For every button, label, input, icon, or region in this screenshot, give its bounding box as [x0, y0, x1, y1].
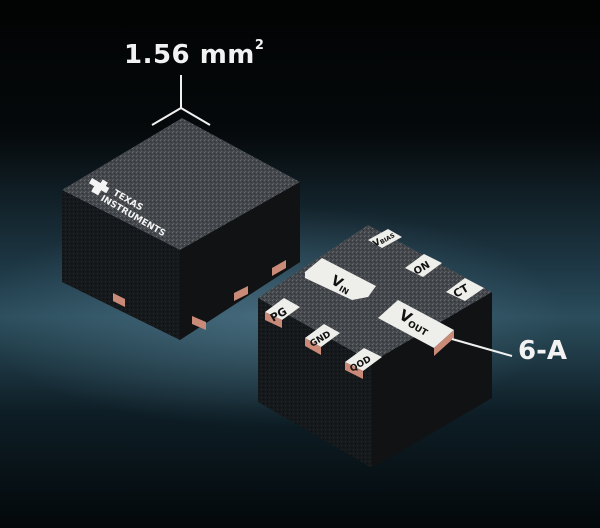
area-value: 1.56 mm: [124, 40, 255, 70]
texas-map-icon: [89, 178, 110, 196]
pin-on: ON: [405, 254, 442, 278]
callout-line: [451, 338, 513, 357]
area-superscript: 2: [254, 38, 265, 53]
pin-vin: VIN: [305, 258, 376, 300]
chip-top-view: TEXAS INSTRUMENTS: [62, 118, 300, 340]
svg-text:VIN: VIN: [328, 273, 354, 297]
pin-ct: CT: [446, 278, 484, 301]
pin-gnd: GND: [305, 324, 340, 355]
chip-bottom-view: VBIAS VIN ON CT PG GND: [258, 225, 492, 468]
dimension-marker: [151, 75, 211, 126]
current-rating-label: 6-A: [518, 336, 568, 366]
pin-vout: VOUT: [378, 300, 454, 356]
package-area-label: 1.56 mm2: [124, 38, 265, 70]
